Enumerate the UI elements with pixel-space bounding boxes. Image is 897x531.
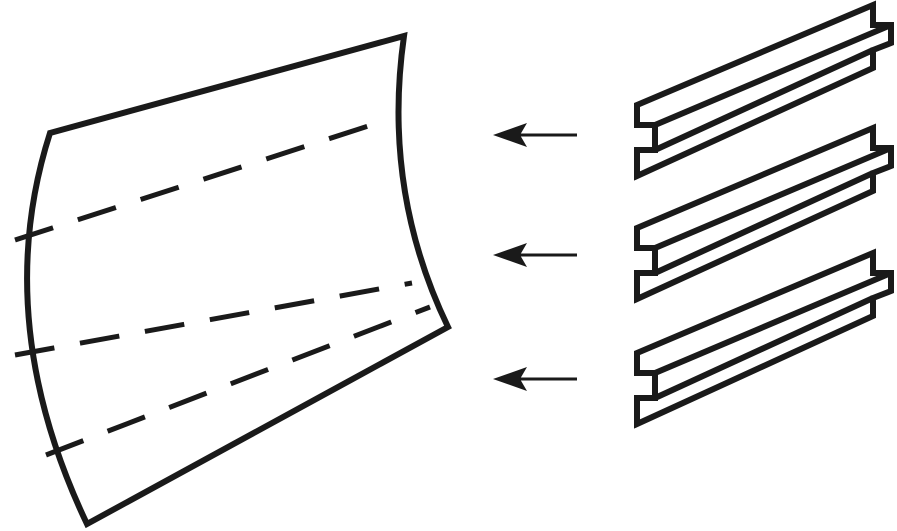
tongue-and-groove-board-icon [634, 0, 894, 181]
board-2 [634, 123, 894, 304]
board-3 [634, 248, 894, 429]
panel-seam-2 [14, 280, 413, 358]
board-tongue-line [653, 145, 893, 251]
board-1 [634, 0, 894, 181]
arrowhead-icon [493, 123, 527, 147]
arrowhead-icon [493, 243, 527, 267]
board-groove-line [653, 295, 875, 401]
board-groove-line [653, 170, 875, 276]
arrow-3 [493, 367, 577, 391]
panel-seam-1 [14, 117, 388, 243]
tongue-and-groove-board-icon [634, 123, 894, 304]
panel-seam-3 [45, 304, 431, 458]
panel-outline [24, 31, 452, 529]
board-tongue-line [653, 22, 893, 128]
board-tongue-line [653, 270, 893, 376]
board-groove-line [653, 47, 875, 153]
arrow-1 [493, 123, 577, 147]
arrow-2 [493, 243, 577, 267]
arrowhead-icon [493, 367, 527, 391]
curved-panel [14, 31, 452, 529]
